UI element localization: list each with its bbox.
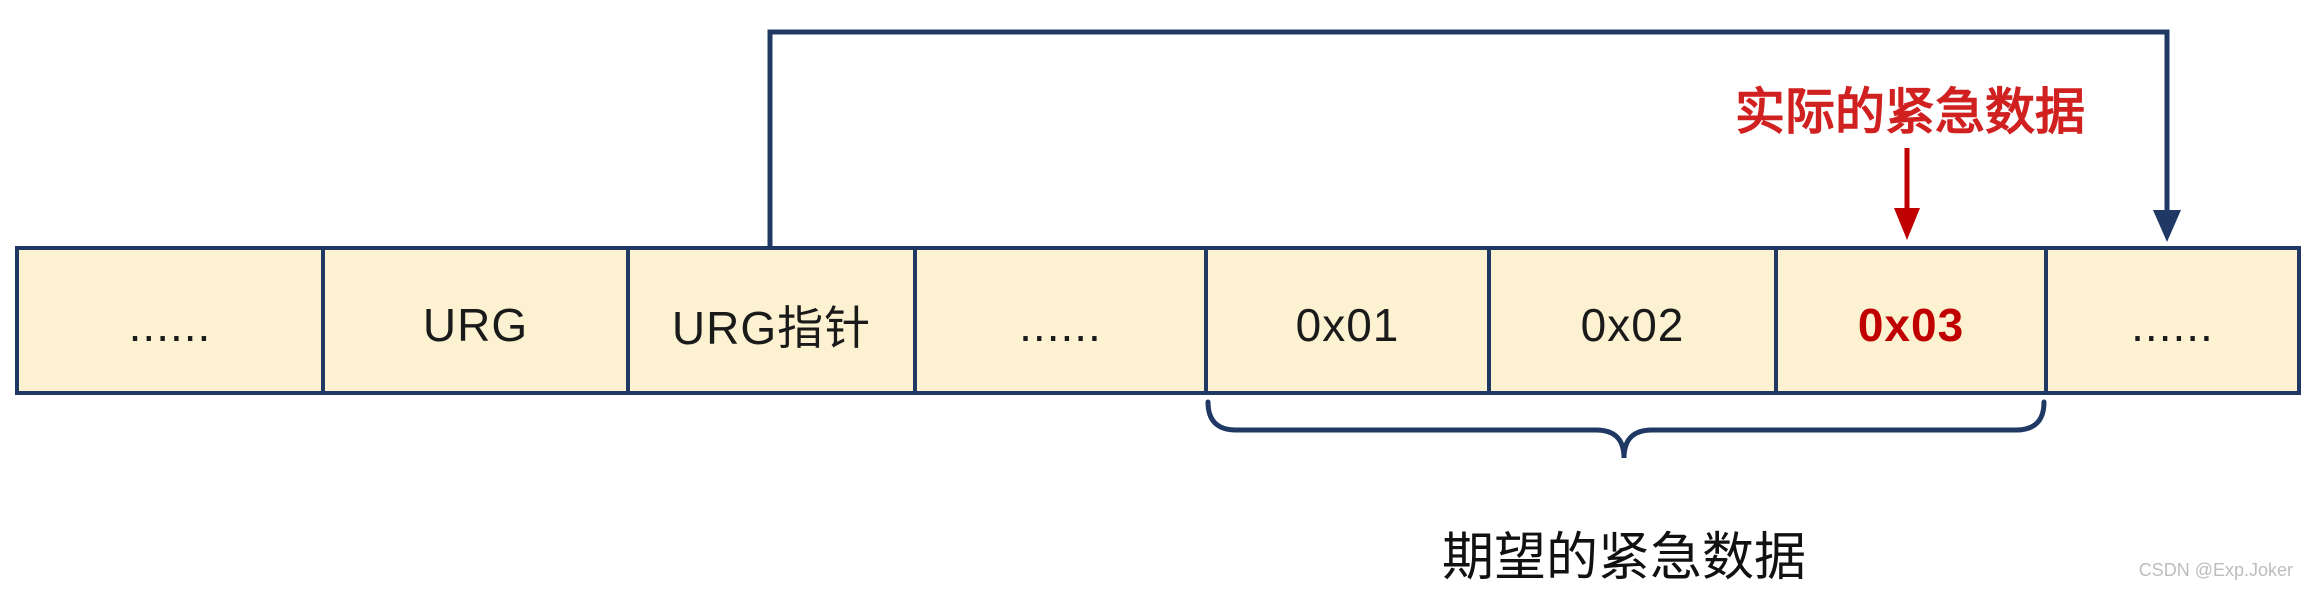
field-cell-ellipsis-1: ......	[15, 246, 325, 395]
field-label: 0x03	[1857, 298, 1965, 351]
field-label: ......	[2131, 298, 2214, 351]
field-cell-ellipsis-3: ......	[2044, 246, 2301, 395]
watermark: CSDN @Exp.Joker	[2138, 560, 2293, 580]
blue-arrowhead-icon	[2153, 210, 2181, 242]
field-label: URG指针	[671, 301, 872, 354]
field-cell-urg-pointer: URG指针	[626, 246, 917, 395]
tcp-segment-row: ...... URG URG指针 ...... 0x01 0x02 0x03 .…	[15, 246, 2301, 395]
field-cell-0x01: 0x01	[1204, 246, 1491, 395]
field-cell-0x03: 0x03	[1774, 246, 2048, 395]
field-label: ......	[128, 298, 212, 351]
red-arrowhead-icon	[1894, 208, 1920, 240]
expected-data-brace	[1205, 399, 2047, 459]
actual-urgent-data-label: 实际的紧急数据	[1735, 84, 2085, 140]
field-label: ......	[1019, 298, 1102, 351]
expected-urgent-data-label: 期望的紧急数据	[1441, 529, 1806, 587]
field-label: 0x02	[1580, 298, 1685, 351]
field-cell-urg: URG	[321, 246, 630, 395]
field-cell-ellipsis-2: ......	[913, 246, 1208, 395]
field-label: URG	[422, 298, 529, 351]
field-cell-0x02: 0x02	[1487, 246, 1778, 395]
field-label: 0x01	[1295, 298, 1400, 351]
